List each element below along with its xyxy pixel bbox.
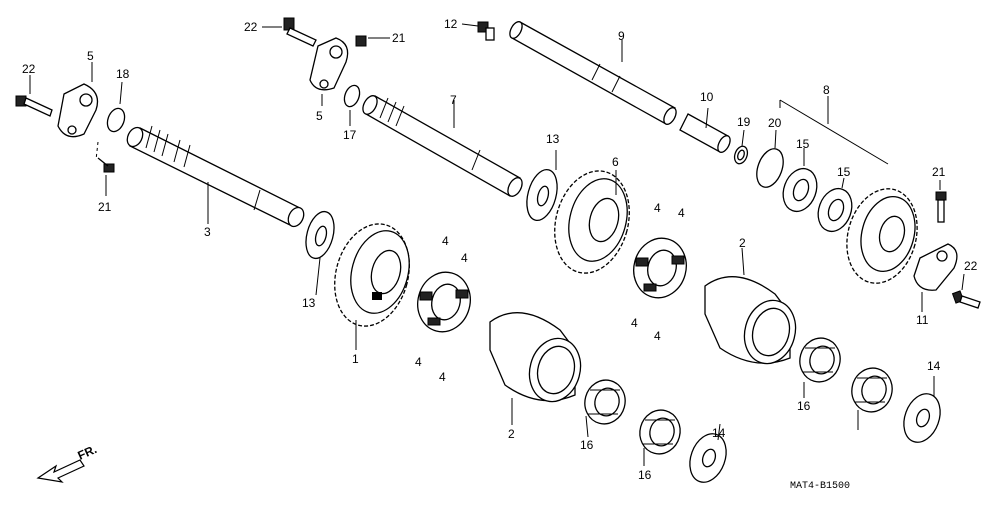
split-bushing-4-left bbox=[417, 271, 471, 333]
bolt-21-middle bbox=[355, 35, 367, 47]
needle-bearing-16-b bbox=[639, 409, 681, 455]
bolt-22-right bbox=[951, 290, 981, 309]
callout-20: 20 bbox=[768, 116, 782, 130]
callout-4: 4 bbox=[631, 316, 638, 330]
callout-16: 16 bbox=[580, 438, 594, 452]
callout-4: 4 bbox=[678, 206, 685, 220]
diagram-code: MAT4-B1500 bbox=[790, 481, 850, 492]
bolt-12 bbox=[477, 21, 495, 41]
callout-22: 22 bbox=[22, 62, 36, 76]
needle-bearing-16-a bbox=[584, 379, 626, 425]
callout-22: 22 bbox=[244, 20, 258, 34]
gear-2-right bbox=[704, 276, 797, 365]
callout-11: 11 bbox=[916, 313, 929, 327]
callout-14: 14 bbox=[927, 359, 941, 373]
callout-2: 2 bbox=[508, 427, 515, 441]
bolt-22-left bbox=[15, 95, 53, 117]
callout-19: 19 bbox=[737, 115, 751, 129]
callout-6: 6 bbox=[612, 155, 619, 169]
front-direction-arrow: FR. bbox=[36, 442, 99, 483]
callout-16: 16 bbox=[638, 468, 652, 482]
ring-17 bbox=[343, 84, 361, 108]
callout-8: 8 bbox=[823, 83, 830, 97]
callout-4: 4 bbox=[654, 201, 661, 215]
gear-6 bbox=[554, 170, 630, 274]
thrust-washer-14-b bbox=[903, 393, 941, 443]
snap-ring-20 bbox=[756, 148, 784, 188]
callout-16: 16 bbox=[797, 399, 811, 413]
callout-18: 18 bbox=[116, 67, 130, 81]
callout-13: 13 bbox=[302, 296, 316, 310]
callout-21: 21 bbox=[98, 200, 112, 214]
washer-19 bbox=[733, 145, 749, 165]
callout-7: 7 bbox=[450, 93, 457, 107]
callout-1: 1 bbox=[352, 352, 359, 366]
callout-14: 14 bbox=[712, 426, 726, 440]
collar-10 bbox=[679, 113, 731, 153]
ring-18 bbox=[106, 107, 126, 133]
leader-lines bbox=[29, 23, 965, 466]
shaft-9 bbox=[509, 21, 677, 125]
callout-12: 12 bbox=[444, 17, 458, 31]
front-direction-label: FR. bbox=[76, 442, 99, 463]
split-bushing-4-right bbox=[633, 237, 687, 299]
shaft-3 bbox=[126, 125, 305, 228]
callouts: 1 2 2 3 4 4 4 4 4 4 4 4 5 5 6 7 8 9 10 1… bbox=[22, 17, 978, 482]
bolt-21-right bbox=[935, 191, 947, 223]
callout-4: 4 bbox=[461, 251, 468, 265]
callout-21: 21 bbox=[932, 165, 946, 179]
needle-bearing-16-d bbox=[851, 367, 893, 413]
callout-17: 17 bbox=[343, 128, 357, 142]
callout-4: 4 bbox=[442, 234, 449, 248]
bolt-21-left bbox=[97, 157, 115, 173]
callout-22: 22 bbox=[964, 259, 978, 273]
callout-5: 5 bbox=[316, 109, 323, 123]
callout-15: 15 bbox=[796, 137, 810, 151]
ball-bearing-15-a bbox=[782, 167, 818, 213]
bracket-11 bbox=[913, 243, 958, 291]
shaft-7 bbox=[362, 95, 523, 197]
bracket-5-left bbox=[57, 83, 99, 138]
callout-13: 13 bbox=[546, 132, 560, 146]
callout-2: 2 bbox=[739, 236, 746, 250]
gear-1 bbox=[334, 223, 410, 327]
callout-9: 9 bbox=[618, 29, 625, 43]
callout-5: 5 bbox=[87, 49, 94, 63]
callout-10: 10 bbox=[700, 90, 714, 104]
thrust-washer-14-a bbox=[689, 433, 727, 483]
callout-4: 4 bbox=[415, 355, 422, 369]
callout-21: 21 bbox=[392, 31, 406, 45]
gear-8 bbox=[846, 188, 918, 284]
ball-bearing-15-b bbox=[817, 187, 853, 233]
callout-4: 4 bbox=[654, 329, 661, 343]
callout-4: 4 bbox=[439, 370, 446, 384]
thrust-washer-13-middle bbox=[526, 168, 558, 222]
bolt-22-middle bbox=[283, 17, 317, 47]
callout-15: 15 bbox=[837, 165, 851, 179]
callout-3: 3 bbox=[204, 225, 211, 239]
thrust-washer-13-left bbox=[305, 210, 335, 260]
gear-2-left bbox=[489, 312, 582, 403]
bracket-5-middle bbox=[309, 37, 349, 91]
needle-bearing-16-c bbox=[799, 337, 841, 383]
